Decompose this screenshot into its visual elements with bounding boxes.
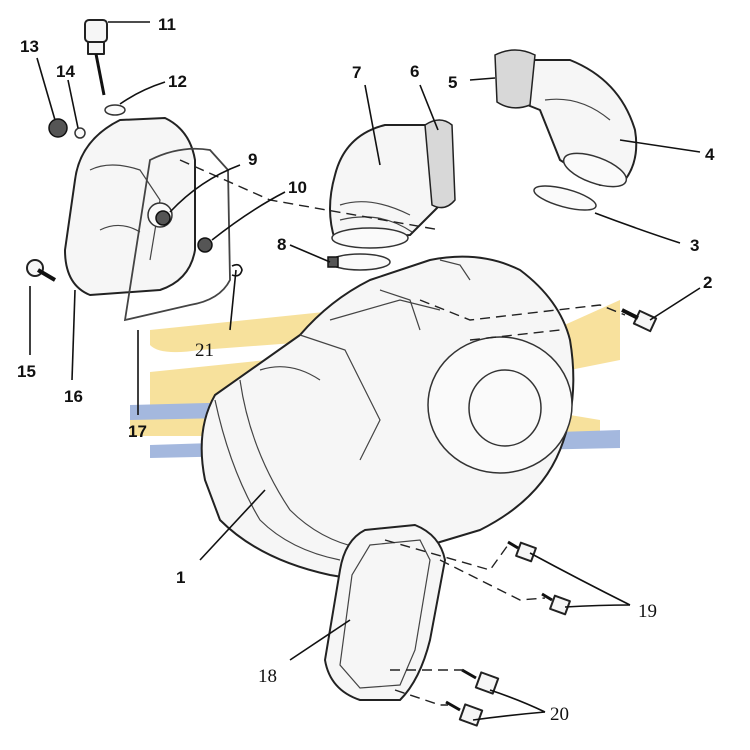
callout-3: 3: [690, 236, 699, 255]
part-20-bolts: [445, 668, 500, 727]
callout-20: 20: [550, 704, 569, 725]
callout-13: 13: [20, 37, 39, 56]
part-7-intake-duct: [329, 124, 441, 249]
part-1-main-cover: [200, 255, 575, 581]
callout-labels: 1 2 3 4 5 6 7 8 9 10 11 12 13 14 15 16 1…: [17, 15, 715, 725]
callout-10: 10: [288, 178, 307, 197]
part-8-clamp: [327, 253, 391, 271]
callout-17: 17: [128, 422, 147, 441]
part-11-dipstick: [84, 19, 108, 96]
callout-9: 9: [248, 150, 257, 169]
callout-21: 21: [195, 340, 214, 361]
callout-19: 19: [638, 601, 657, 622]
callout-2: 2: [703, 273, 712, 292]
part-12-o-ring: [104, 104, 126, 116]
callout-14: 14: [56, 62, 75, 81]
part-10-plug: [197, 237, 213, 253]
callout-18: 18: [258, 666, 277, 687]
leader-lines: [29, 21, 701, 721]
callout-11: 11: [158, 15, 176, 34]
part-14-washer: [74, 127, 86, 139]
part-5-mesh-sleeve: [494, 49, 536, 109]
callout-12: 12: [168, 72, 187, 91]
callout-15: 15: [17, 362, 36, 381]
part-4-outlet-duct: [514, 59, 638, 188]
part-21-clip: [231, 263, 243, 277]
part-2-bolt: [621, 308, 658, 333]
part-9-seal: [155, 210, 171, 226]
part-18-cover-plate: [324, 524, 446, 701]
callout-6: 6: [410, 62, 419, 81]
part-15-bolt: [26, 259, 57, 282]
callout-7: 7: [352, 63, 361, 82]
callout-5: 5: [448, 73, 457, 92]
part-19-bolts: [507, 540, 571, 616]
callout-4: 4: [705, 145, 715, 164]
part-13-plug: [48, 118, 68, 138]
part-3-clamp-ring: [533, 185, 597, 211]
callout-16: 16: [64, 387, 83, 406]
callout-8: 8: [277, 235, 286, 254]
callout-1: 1: [176, 568, 185, 587]
